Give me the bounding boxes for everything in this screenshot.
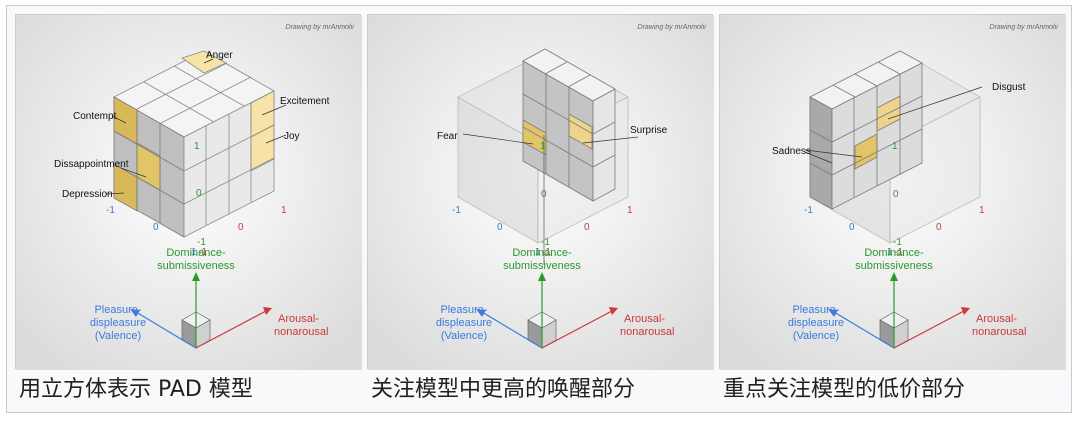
full-cube-drawing: Drawing by mrAnmolv [16,15,362,370]
tick-green-mid: 0 [196,188,202,199]
caption-panel2: 关注模型中更高的唤醒部分 [371,377,636,402]
label-surprise: Surprise [630,125,668,136]
axis-arousal-line2: nonarousal [620,326,674,338]
tick-blue-left: -1 [106,205,115,216]
low-valence-drawing: Drawing by mrAnmolv [720,15,1066,370]
axis-pleasure-line3: (Valence) [441,330,487,342]
valence-slab [809,50,923,210]
tick-green-bot: -1 [197,237,206,248]
axis-dominance-line2: submissiveness [157,260,235,272]
credit-text: Drawing by mrAnmolv [286,24,355,31]
tick-blue-right: 1 [191,247,197,258]
label-anger: Anger [206,50,233,61]
tick-red-right: 1 [979,205,985,216]
tick-green-top: 1 [194,141,200,152]
tick-blue-mid: 0 [849,222,855,233]
label-disgust: Disgust [992,82,1026,93]
axis-pleasure-line2: displeasure [90,317,146,329]
tick-green-top: 1 [540,141,546,152]
tick-blue-left: -1 [452,205,461,216]
leader-lines [804,86,983,164]
axis-pleasure-line3: (Valence) [95,330,141,342]
tick-blue-right: 1 [535,247,541,258]
label-fear: Fear [437,131,458,142]
tick-red-mid: 0 [936,222,942,233]
tick-red-right: 1 [281,205,287,216]
tick-red-mid: 0 [584,222,590,233]
axis-arousal-line2: nonarousal [972,326,1026,338]
tick-blue-mid: 0 [153,222,159,233]
axis-arousal-line2: nonarousal [274,326,328,338]
credit-text: Drawing by mrAnmolv [990,24,1059,31]
tick-red-mid: 0 [238,222,244,233]
tick-red-left: -1 [542,247,551,258]
tick-blue-right: 1 [887,247,893,258]
axis-pleasure-line3: (Valence) [793,330,839,342]
cube-left-face [113,96,185,238]
high-arousal-drawing: Drawing by mrAnmolv [368,15,714,370]
axis-pleasure-line2: displeasure [788,317,844,329]
arousal-slab [522,48,616,202]
label-disappointment: Dissappointment [54,159,129,170]
axis-pleasure-line1: Pleasure- [94,304,141,316]
axis-dominance-line2: submissiveness [503,260,581,272]
caption-panel1: 用立方体表示 PAD 模型 [19,377,253,402]
axis-pleasure-line1: Pleasure- [792,304,839,316]
axis-dominance-line1: Dominance- [166,247,226,259]
cube-right-face [183,90,275,238]
panel-high-arousal: Drawing by mrAnmolv [367,14,714,370]
figure-frame: Drawing by mrAnmolv [6,5,1072,413]
label-joy: Joy [284,131,300,142]
axis-dominance-line1: Dominance- [512,247,572,259]
leader-lines [462,133,639,145]
panel-full-cube: Drawing by mrAnmolv [15,14,362,370]
tick-green-mid: 0 [893,189,899,200]
leader-lines [105,58,287,195]
axis-pleasure-line1: Pleasure- [440,304,487,316]
tick-green-top: 1 [892,141,898,152]
label-depression: Depression [62,189,113,200]
tick-red-left: -1 [198,247,207,258]
tick-green-bot: -1 [893,237,902,248]
panel-low-valence: Drawing by mrAnmolv [719,14,1066,370]
label-sadness: Sadness [772,146,811,157]
axis-pleasure-line2: displeasure [436,317,492,329]
axis-arousal-line1: Arousal- [976,313,1017,325]
tick-red-left: -1 [894,247,903,258]
axes-legend [476,272,618,349]
caption-panel3: 重点关注模型的低价部分 [723,377,966,402]
axis-arousal-line1: Arousal- [278,313,319,325]
tick-red-right: 1 [627,205,633,216]
axis-dominance-line2: submissiveness [855,260,933,272]
label-contempt: Contempt [73,111,117,122]
axes-legend [130,272,272,349]
tick-green-mid: 0 [541,189,547,200]
axis-arousal-line1: Arousal- [624,313,665,325]
tick-blue-mid: 0 [497,222,503,233]
credit-text: Drawing by mrAnmolv [638,24,707,31]
label-excitement: Excitement [280,96,330,107]
axis-dominance-line1: Dominance- [864,247,924,259]
tick-blue-left: -1 [804,205,813,216]
tick-green-bot: -1 [541,237,550,248]
axes-legend [828,272,970,349]
